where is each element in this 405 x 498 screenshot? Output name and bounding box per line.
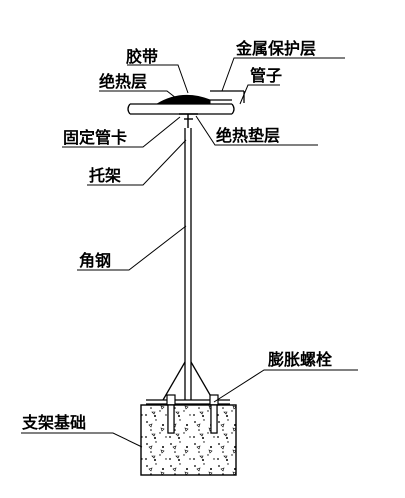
support-foundation-block xyxy=(140,404,237,476)
leader-lines xyxy=(21,57,358,448)
metal-protective-layer xyxy=(210,90,245,103)
label-metal-protective-layer: 金属保护层 xyxy=(235,39,316,58)
label-insulation-pad: 绝热垫层 xyxy=(216,126,280,145)
label-tape: 胶带 xyxy=(126,47,158,66)
label-expansion-bolt: 膨胀螺栓 xyxy=(268,350,333,369)
label-bracket: 托架 xyxy=(89,166,121,185)
pipe-clamp xyxy=(179,113,198,128)
label-insulation-layer: 绝热层 xyxy=(99,72,147,91)
tape-band xyxy=(155,94,211,105)
label-angle-steel: 角钢 xyxy=(79,251,111,270)
label-pipe: 管子 xyxy=(250,66,282,85)
pipe xyxy=(127,103,235,115)
label-fixed-pipe-clamp: 固定管卡 xyxy=(63,128,127,147)
angle-steel-column xyxy=(146,128,230,405)
label-support-foundation: 支架基础 xyxy=(21,413,86,432)
